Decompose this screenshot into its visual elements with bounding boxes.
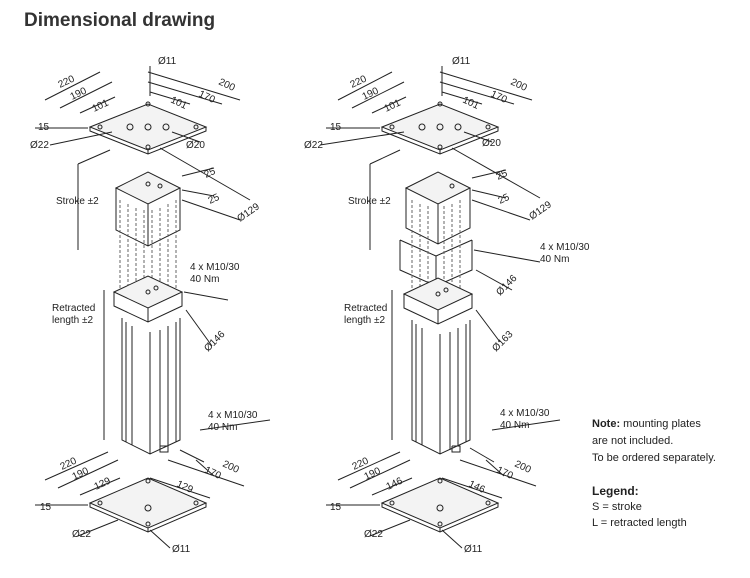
label-170-top-r: 170 <box>489 89 509 106</box>
label-o11-bot-l: Ø11 <box>172 544 191 555</box>
label-o129-l: Ø129 <box>235 201 262 224</box>
label-o20-top-r: Ø20 <box>482 138 501 149</box>
label-m10-bot-l: 4 x M10/30 <box>208 410 258 421</box>
label-o129-r: Ø129 <box>527 199 554 222</box>
label-retracted-b-r: length ±2 <box>344 315 386 326</box>
label-retracted-a-l: Retracted <box>52 303 95 314</box>
label-25b-r: 25 <box>497 192 512 207</box>
label-o22-top-r: Ø22 <box>304 140 323 151</box>
legend-block: Legend: S = stroke L = retracted length <box>592 483 687 531</box>
label-170-bot-r: 170 <box>495 465 515 482</box>
label-m10-bot-r: 4 x M10/30 <box>500 408 550 419</box>
label-101b-top-l: 101 <box>169 95 189 112</box>
label-25a-r: 25 <box>495 168 510 183</box>
label-o22-bot-l: Ø22 <box>72 529 91 540</box>
label-200-top-r: 200 <box>509 77 529 94</box>
label-o22-top-l: Ø22 <box>30 140 49 151</box>
label-200-top-l: 200 <box>217 77 237 94</box>
note-label: Note: <box>592 418 621 430</box>
label-190-top-r: 190 <box>361 86 381 103</box>
label-190-bot-r: 190 <box>363 466 383 483</box>
label-o163-r: Ø163 <box>490 329 515 354</box>
label-25b-l: 25 <box>207 192 222 207</box>
label-o11-bot-r: Ø11 <box>464 544 483 555</box>
legend-stroke: S = stroke <box>592 501 642 513</box>
label-o11-top-l: Ø11 <box>158 56 177 67</box>
legend-retracted: L = retracted length <box>592 517 687 529</box>
label-o22-bot-r: Ø22 <box>364 529 383 540</box>
label-200-bot-r: 200 <box>513 459 533 476</box>
label-170-top-l: 170 <box>197 89 217 106</box>
label-129-bot-l: 129 <box>93 476 113 493</box>
label-o146-l: Ø146 <box>202 329 227 354</box>
label-40nm-mid-r: 40 Nm <box>540 254 569 265</box>
label-15-top-l: 15 <box>38 122 50 133</box>
label-15-bot-r: 15 <box>330 502 342 513</box>
label-200-bot-l: 200 <box>221 459 241 476</box>
label-220-top-r: 220 <box>349 74 369 91</box>
label-146-bot-r: 146 <box>385 476 405 493</box>
label-40nm-bot-r: 40 Nm <box>500 420 529 431</box>
label-220-top-l: 220 <box>57 74 77 91</box>
label-m10-mid-l: 4 x M10/30 <box>190 262 240 273</box>
label-190-top-l: 190 <box>69 86 89 103</box>
top-plate-right <box>380 103 500 151</box>
label-o11-top-r: Ø11 <box>452 56 471 67</box>
label-25a-l: 25 <box>203 166 218 181</box>
label-40nm-mid-l: 40 Nm <box>190 274 219 285</box>
note-line-2: are not included. <box>592 435 674 447</box>
label-15-top-r: 15 <box>330 122 342 133</box>
label-101b-top-r: 101 <box>461 95 481 112</box>
note-block: Note: mounting plates are not included. … <box>592 416 716 467</box>
label-retracted-b-l: length ±2 <box>52 315 94 326</box>
note-line-1: mounting plates <box>620 418 701 430</box>
label-o146-r: Ø146 <box>494 273 519 298</box>
label-40nm-bot-l: 40 Nm <box>208 422 237 433</box>
label-retracted-a-r: Retracted <box>344 303 387 314</box>
label-stroke-l: Stroke ±2 <box>56 196 99 207</box>
page-title: Dimensional drawing <box>24 10 216 31</box>
note-line-3: To be ordered separately. <box>592 452 716 464</box>
label-o20-top-l: Ø20 <box>186 140 205 151</box>
label-15-bot-l: 15 <box>40 502 52 513</box>
legend-title: Legend: <box>592 484 639 498</box>
label-stroke-r: Stroke ±2 <box>348 196 391 207</box>
label-190-bot-l: 190 <box>71 466 91 483</box>
label-m10-mid-r: 4 x M10/30 <box>540 242 590 253</box>
label-170-bot-l: 170 <box>203 465 223 482</box>
